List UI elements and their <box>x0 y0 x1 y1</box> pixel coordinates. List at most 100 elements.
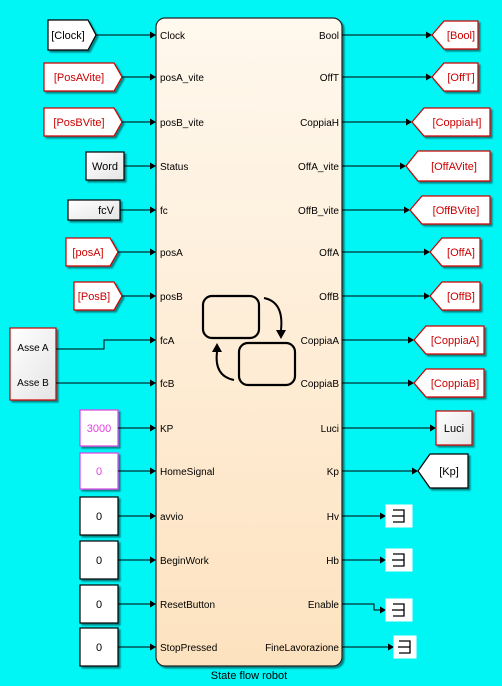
constant-block[interactable] <box>79 409 119 447</box>
terminator-block[interactable] <box>385 548 413 572</box>
arrowhead-icon <box>380 512 386 520</box>
block-label: [OffAVite] <box>431 161 477 173</box>
arrowhead-icon <box>400 162 406 170</box>
block-label: [posA] <box>72 247 103 259</box>
arrowhead-icon <box>380 606 386 614</box>
output-row-8: CoppiaA[CoppiaA] <box>301 325 485 355</box>
arrowhead-icon <box>388 643 394 651</box>
goto-tag-block[interactable] <box>409 195 491 225</box>
goto-tag-block[interactable] <box>429 281 481 311</box>
input-row-1: [Clock] Clock <box>47 19 186 51</box>
output-row-4: OffA_vite[OffAVite] <box>298 150 491 182</box>
chart-input-port-label: fcB <box>160 379 175 390</box>
block-label: [PosBVite] <box>53 117 104 129</box>
goto-tag-block[interactable] <box>429 237 481 267</box>
arrowhead-down-icon <box>276 330 286 339</box>
from-tag-block[interactable] <box>43 107 123 137</box>
arrowhead-icon <box>150 73 156 81</box>
chart-output-port-label: CoppiaB <box>301 379 340 390</box>
output-row-6: OffA[OffA] <box>319 237 481 267</box>
arrowhead-icon <box>406 118 412 126</box>
block-label: [Bool] <box>447 30 475 42</box>
chart-block-title: State flow robot <box>211 670 287 682</box>
goto-tag-block[interactable] <box>431 62 479 92</box>
output-row-12: Hv <box>327 504 413 528</box>
transition-arrow-left <box>215 351 235 381</box>
arrowhead-icon <box>150 379 156 387</box>
chart-output-port-label: CoppiaA <box>301 336 340 347</box>
chart-input-port-label: Clock <box>160 31 186 42</box>
block-label: [CoppiaB] <box>431 378 479 390</box>
chart-output-port-label: CoppiaH <box>300 118 339 129</box>
input-row-2: [PosAVite]posA_vite <box>43 62 204 92</box>
asse-a-port-label: Asse A <box>17 343 48 354</box>
from-tag-block[interactable] <box>47 19 97 51</box>
arrowhead-icon <box>408 379 414 387</box>
input-row-3: [PosBVite]posB_vite <box>43 107 204 137</box>
chart-input-port-label: avvio <box>160 512 184 523</box>
constant-block[interactable] <box>79 540 119 580</box>
output-row-7: OffB [OffB] <box>319 281 481 311</box>
arrowhead-icon <box>150 556 156 564</box>
output-blocks-layer: Bool[Bool]OffT[OffT]CoppiaH[CoppiaH]OffA… <box>265 20 491 659</box>
asse-subsystem-block[interactable] <box>9 327 57 401</box>
arrowhead-icon <box>150 600 156 608</box>
goto-tag-block[interactable] <box>411 107 491 137</box>
arrowhead-icon <box>412 467 418 475</box>
arrowhead-icon <box>150 643 156 651</box>
input-row-7: [PosB]posB <box>73 281 183 311</box>
block-label: [OffA] <box>447 247 475 259</box>
goto-tag-block[interactable] <box>413 368 485 398</box>
block-label: 0 <box>96 555 102 567</box>
goto-tag-block[interactable] <box>405 150 491 182</box>
terminator-block[interactable] <box>385 598 413 622</box>
chart-input-port-label: fcA <box>160 336 175 347</box>
block-label: [OffT] <box>447 72 474 84</box>
input-row-6: [posA]posA <box>65 237 183 267</box>
arrowhead-icon <box>150 162 156 170</box>
from-tag-block[interactable] <box>73 281 123 311</box>
block-label: [Clock] <box>51 30 85 42</box>
chart-input-port-label: posA_vite <box>160 73 204 84</box>
from-tag-block[interactable] <box>65 237 119 267</box>
constant-block[interactable] <box>79 627 119 667</box>
chart-input-port-label: StopPressed <box>160 643 217 654</box>
goto-tag-block[interactable] <box>417 453 469 489</box>
goto-tag-block[interactable] <box>413 325 485 355</box>
output-row-5: OffB_vite[OffBVite] <box>298 195 491 225</box>
chart-input-port-label: posB <box>160 292 183 303</box>
block-label: 0 <box>96 642 102 654</box>
block-label: [OffB] <box>447 291 475 303</box>
arrowhead-icon <box>424 248 430 256</box>
arrowhead-icon <box>150 292 156 300</box>
arrowhead-icon <box>424 292 430 300</box>
arrowhead-icon <box>426 73 432 81</box>
terminator-block[interactable] <box>393 635 417 659</box>
constant-block[interactable] <box>79 452 119 490</box>
chart-input-port-label: fc <box>160 206 168 217</box>
terminator-block[interactable] <box>385 504 413 528</box>
chart-input-port-label: ResetButton <box>160 600 215 611</box>
luci-subsystem-block[interactable] <box>435 410 473 446</box>
output-row-1: Bool[Bool] <box>319 20 479 50</box>
from-tag-block[interactable] <box>43 62 123 92</box>
output-row-15: FineLavorazione <box>265 635 417 659</box>
source-block[interactable] <box>85 151 125 181</box>
output-row-11: Kp[Kp] <box>327 453 469 489</box>
arrowhead-icon <box>430 424 436 432</box>
goto-tag-block[interactable] <box>431 20 479 50</box>
arrowhead-icon <box>426 31 432 39</box>
block-label: Luci <box>444 423 464 435</box>
chart-output-port-label: OffB <box>319 292 339 303</box>
